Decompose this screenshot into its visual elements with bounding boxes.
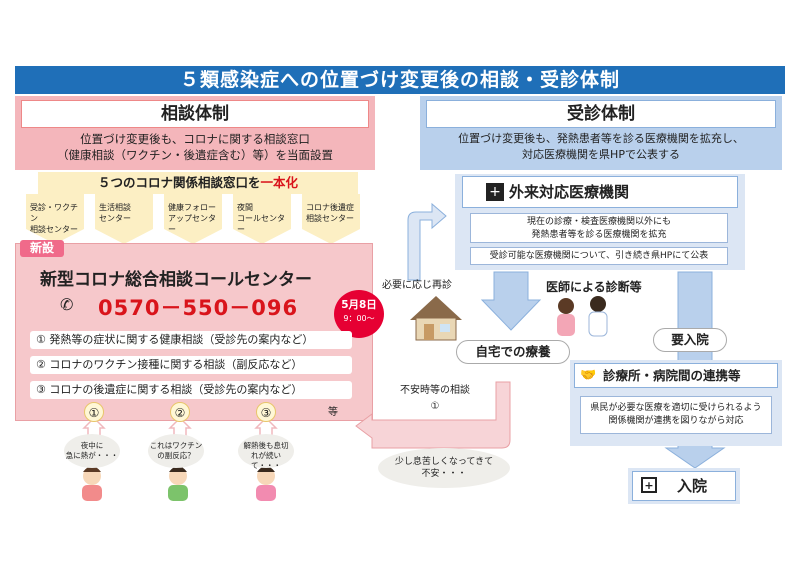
resident-2 (168, 466, 188, 501)
coop-desc-line2: 関係機関が連携を図りながら対応 (608, 416, 744, 426)
resident-1-bubble: 夜中に急に熱が・・・ (64, 434, 120, 468)
resident-3-number: ③ (256, 402, 276, 422)
anxiety-say-l1: 少し息苦しくなってきて (394, 457, 494, 467)
consultation-desc-line2: （健康相談（ワクチン・後遺症含む）等）を当面設置 (57, 148, 333, 162)
window-4-line2: コールセンター (237, 214, 285, 234)
consult-item-1: ① 発熱等の症状に関する健康相談（受診先の案内など） (30, 331, 352, 349)
phone-icon: ✆ (60, 295, 74, 314)
window-4-line1: 夜間 (237, 203, 253, 212)
consult-item-3: ③ コロナの後遺症に関する相談（受診先の案内など） (30, 381, 352, 399)
anxiety-return-arrow (355, 381, 511, 449)
window-5-line1: コロナ後遺症 (306, 203, 354, 212)
windows-heading-text: ５つのコロナ関係相談窓口を (97, 175, 261, 190)
resident-2-say-l2: の副反応？ (157, 451, 195, 460)
doctor-diagnosis-label: 医師による診断等 (546, 280, 642, 294)
resident-1 (82, 466, 102, 501)
outpatient-note-expansion: 現在の診療・検査医療機関以外にも 発熱患者等を診る医療機関を拡充 (470, 213, 728, 243)
window-chevron-5: コロナ後遺症相談センター (302, 194, 360, 244)
window-2-line2: センター (99, 214, 131, 223)
resident-3-bubble: 解熱後も息切れが続いて・・・ (238, 434, 294, 470)
consultation-heading: 相談体制 (21, 100, 369, 128)
call-center-title: 新型コロナ総合相談コールセンター (40, 270, 312, 290)
reconsult-label: 必要に応じ再診 (382, 280, 452, 291)
down-arrow-home (480, 271, 542, 331)
page-title: ５類感染症への位置づけ変更後の相談・受診体制 (15, 66, 785, 94)
resident-1-say-l2: 急に熱が・・・ (65, 451, 119, 460)
admission-heading: 入院 (632, 471, 736, 501)
medical-desc-line1: 位置づけ変更後も、発熱患者等を診る医療機関を拡充し、 (458, 132, 744, 145)
phone-number: 0570－550－096 (98, 296, 299, 320)
anxiety-bubble: 少し息苦しくなってきて 不安・・・ (378, 448, 510, 488)
window-1-line2: 相談センター (30, 225, 78, 234)
window-3-line1: 健康フォロー (168, 203, 216, 212)
resident-2-number: ② (170, 402, 190, 422)
window-3-line2: アップセンター (168, 214, 216, 234)
etc-label: 等 (328, 407, 338, 418)
resident-3-say-l2: れが続いて・・・ (251, 451, 281, 470)
resident-1-say-l1: 夜中に (80, 441, 104, 450)
start-date: 5月8日 (341, 299, 377, 311)
anxiety-consult-label: 不安時等の相談 ① (400, 383, 470, 415)
start-time: 9：00～ (343, 314, 375, 323)
hospital-building-icon: + (641, 477, 657, 493)
medical-desc-line2: 対応医療機関を県HPで公表する (522, 148, 680, 161)
medical-description: 位置づけ変更後も、発熱患者等を診る医療機関を拡充し、 対応医療機関を県HPで公表… (426, 131, 776, 163)
resident-2-bubble: これはワクチンの副反応？ (148, 434, 204, 468)
doctor-patient-illustration (557, 296, 608, 337)
cooperation-heading: 診療所・病院間の連携等 (574, 363, 778, 388)
medical-heading: 受診体制 (426, 100, 776, 128)
consultation-desc-line1: 位置づけ変更後も、コロナに関する相談窓口 (80, 132, 310, 146)
anxiety-label-line1: 不安時等の相談 (400, 385, 470, 396)
cooperation-description: 県民が必要な医療を適切に受けられるよう 関係機関が連携を図りながら対応 (580, 396, 772, 434)
anxiety-say-l2: 不安・・・ (421, 469, 467, 479)
op-note1-line1: 現在の診療・検査医療機関以外にも (526, 217, 671, 227)
needs-admission-label: 要入院 (653, 328, 727, 352)
resident-3 (256, 466, 276, 501)
handshake-icon: 🤝 (580, 368, 597, 383)
resident-1-number: ① (84, 402, 104, 422)
windows-heading-emphasis: 一本化 (260, 175, 299, 190)
coop-desc-line1: 県民が必要な医療を適切に受けられるよう (590, 403, 762, 413)
anxiety-label-line2: ① (430, 401, 440, 412)
outpatient-note-publish: 受診可能な医療機関について、引き続き県HPにて公表 (470, 247, 728, 265)
reconsult-arrow (407, 202, 447, 281)
house-icon (410, 296, 462, 341)
resident-2-say-l1: これはワクチン (149, 441, 203, 450)
home-care-label: 自宅での療養 (456, 340, 570, 364)
window-5-line2: 相談センター (306, 214, 354, 223)
consultation-description: 位置づけ変更後も、コロナに関する相談窓口 （健康相談（ワクチン・後遺症含む）等）… (21, 131, 369, 163)
window-2-line1: 生活相談 (99, 203, 131, 212)
windows-unification-heading: ５つのコロナ関係相談窓口を一本化 (38, 172, 358, 194)
op-note1-line2: 発熱患者等を診る医療機関を拡充 (531, 230, 667, 240)
start-date-badge: 5月8日 9：00～ (334, 290, 384, 338)
window-1-line1: 受診・ワクチン (30, 203, 78, 223)
new-badge: 新設 (20, 240, 64, 257)
outpatient-heading: 外来対応医療機関 (462, 176, 738, 208)
resident-3-say-l1: 解熱後も息切 (243, 441, 289, 450)
hospital-icon: + (486, 183, 504, 201)
consult-item-2: ② コロナのワクチン接種に関する相談（副反応など） (30, 356, 352, 374)
